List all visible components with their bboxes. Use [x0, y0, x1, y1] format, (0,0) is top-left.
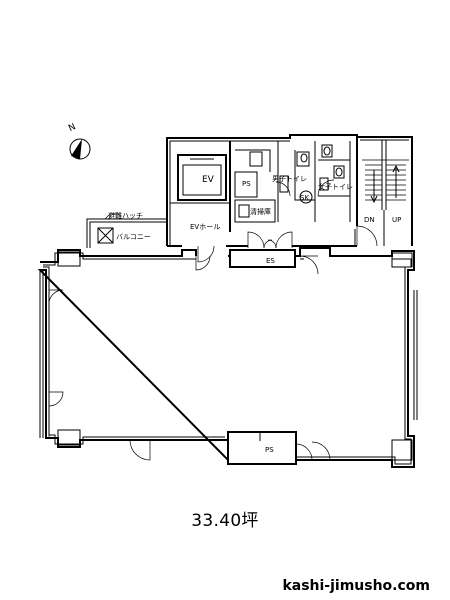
elevator-shaft — [177, 154, 227, 201]
ev-label: EV — [202, 175, 215, 185]
mens-toilet-label: 男子トイレ — [272, 175, 307, 183]
sink-icon — [296, 151, 310, 167]
pipe-shaft-lower — [227, 431, 297, 465]
urinal-icon — [249, 151, 263, 167]
cleaning-room — [234, 199, 276, 223]
womens-toilet-label: 女子トイレ — [318, 182, 353, 191]
ps-upper-label: PS — [242, 180, 251, 188]
stair-down-label: DN — [364, 216, 375, 224]
hatch-label: 避難ハッチ — [108, 211, 143, 220]
escalator-area — [229, 249, 296, 268]
office-floor — [37, 247, 418, 468]
core-block — [166, 134, 413, 268]
stair-up-label: UP — [392, 216, 401, 224]
pipe-shaft-upper — [234, 171, 258, 198]
staircase — [362, 140, 409, 246]
floor-area: 33.40坪 — [191, 511, 259, 531]
ps-lower-label: PS — [265, 446, 274, 454]
cleaning-room-label: 清掃庫 — [250, 207, 271, 216]
sk-label: SK — [300, 194, 309, 202]
balcony-label: バルコニー — [116, 233, 151, 241]
ev-hall-label: EVホール — [190, 223, 220, 231]
north-label: N — [67, 122, 77, 134]
site-url: kashi-jimusho.com — [282, 578, 430, 594]
sk-sink-icon — [299, 190, 313, 204]
hatch-icon — [97, 227, 114, 244]
es-label: ES — [266, 257, 275, 265]
balcony — [86, 213, 167, 248]
north-arrow-icon: N — [67, 122, 91, 160]
